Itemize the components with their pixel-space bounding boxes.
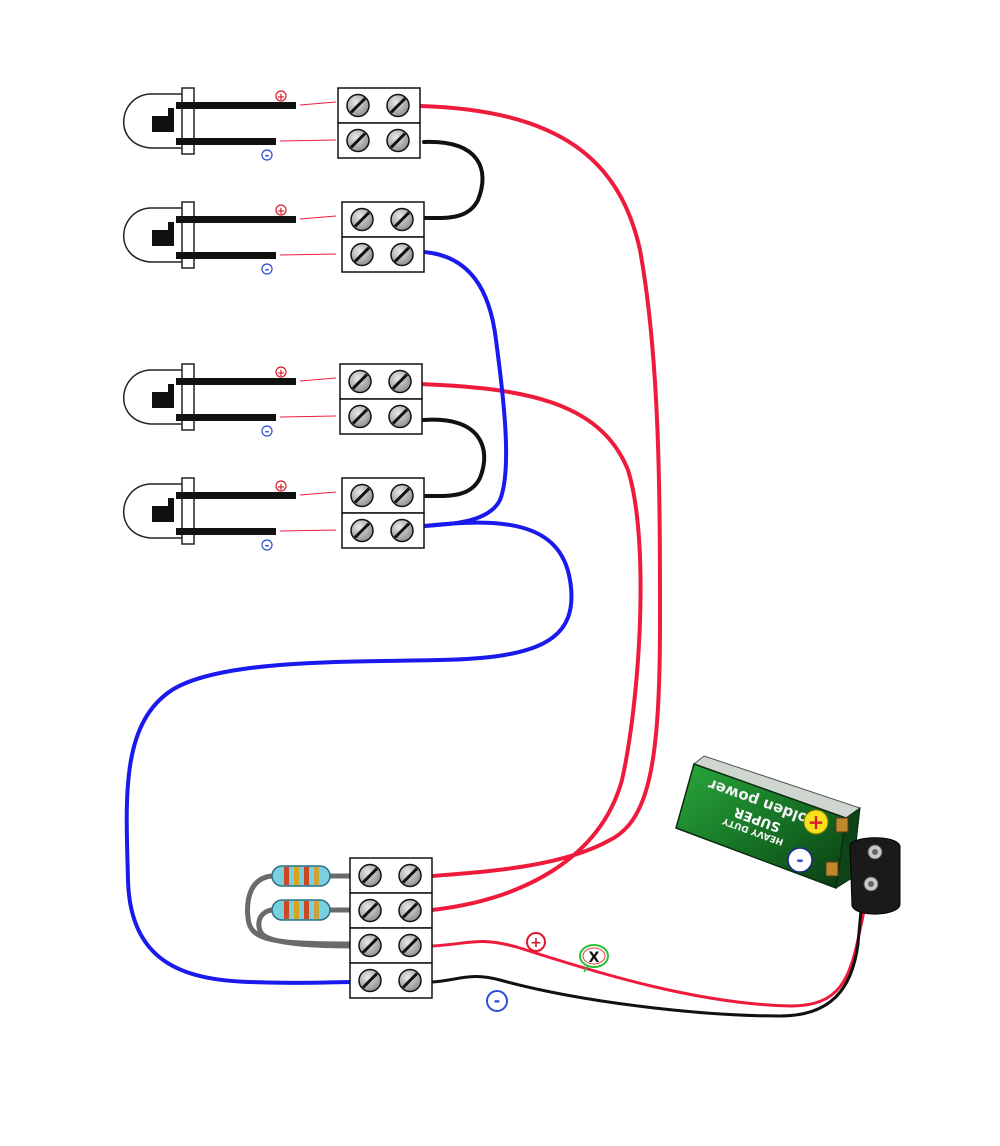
- led-icon: +-: [123, 363, 337, 438]
- minus-marker-label: -: [494, 991, 501, 1010]
- svg-text:-: -: [796, 850, 803, 871]
- screw-icon[interactable]: [386, 128, 410, 153]
- led-plus-label: +: [277, 482, 285, 493]
- wires: [124, 104, 870, 1018]
- screw-icon[interactable]: [398, 968, 422, 993]
- led-minus-label: -: [265, 539, 270, 552]
- terminal-blocks: [337, 87, 433, 999]
- screw-icon[interactable]: [358, 898, 382, 923]
- led-plus-marker: +: [275, 90, 287, 103]
- battery-9v-icon: HEAVY DUTY SUPER golden power + -: [675, 755, 862, 890]
- resistor-icon: [271, 899, 331, 921]
- led-minus-marker: -: [261, 539, 273, 552]
- screw-icon[interactable]: [390, 207, 414, 232]
- screw-icon[interactable]: [390, 483, 414, 508]
- battery-lead-red: [430, 890, 870, 1008]
- screw-icon[interactable]: [390, 242, 414, 267]
- screw-icon[interactable]: [358, 968, 382, 993]
- black-jumper-2: [422, 417, 487, 499]
- screw-icon[interactable]: [358, 933, 382, 958]
- led-plus-label: +: [277, 92, 285, 103]
- led-plus-label: +: [277, 368, 285, 379]
- screw-icon[interactable]: [348, 404, 372, 429]
- led-minus-marker: -: [261, 425, 273, 438]
- red-wire-led-group-2: [418, 382, 643, 912]
- screw-icon[interactable]: [358, 863, 382, 888]
- terminal-block-icon: [341, 477, 425, 549]
- screw-icon[interactable]: [388, 404, 412, 429]
- black-jumper-1: [422, 139, 485, 221]
- led-minus-label: -: [265, 149, 270, 162]
- polarity-markers: + - X: [486, 932, 609, 1012]
- screw-icon[interactable]: [346, 93, 370, 118]
- resistor-icon: [271, 865, 331, 887]
- led-icon: +-: [123, 87, 337, 162]
- screw-icon[interactable]: [390, 518, 414, 543]
- battery-minus-badge: -: [787, 847, 813, 873]
- red-wire-led-group-1: [418, 104, 662, 878]
- led-icon: +-: [123, 477, 337, 552]
- switch-marker-label: X: [589, 950, 600, 966]
- screw-icon[interactable]: [350, 518, 374, 543]
- led-plus-marker: +: [275, 480, 287, 493]
- screw-icon[interactable]: [398, 898, 422, 923]
- terminal-block-icon: [341, 201, 425, 273]
- screw-icon[interactable]: [398, 863, 422, 888]
- screw-icon[interactable]: [348, 369, 372, 394]
- led-plus-label: +: [277, 206, 285, 217]
- minus-marker: -: [486, 990, 508, 1012]
- led-plus-marker: +: [275, 204, 287, 217]
- blue-wire-led2-led4: [422, 250, 509, 528]
- screw-icon[interactable]: [398, 933, 422, 958]
- leds: +-+-+-+-: [123, 87, 337, 552]
- terminal-block-icon: [337, 87, 421, 159]
- screw-icon[interactable]: [350, 242, 374, 267]
- screw-icon[interactable]: [388, 369, 412, 394]
- screw-icon[interactable]: [350, 483, 374, 508]
- led-minus-marker: -: [261, 149, 273, 162]
- led-minus-label: -: [265, 263, 270, 276]
- resistors: [271, 865, 331, 921]
- resistor-lead-loop-2: [256, 907, 355, 949]
- led-minus-marker: -: [261, 263, 273, 276]
- svg-text:+: +: [808, 810, 825, 834]
- led-minus-label: -: [265, 425, 270, 438]
- led-icon: +-: [123, 201, 337, 276]
- screw-icon[interactable]: [350, 207, 374, 232]
- screw-icon[interactable]: [386, 93, 410, 118]
- battery-lead-black: [430, 890, 864, 1018]
- led-plus-marker: +: [275, 366, 287, 379]
- battery-snap-icon: [849, 837, 901, 915]
- screw-icon[interactable]: [346, 128, 370, 153]
- plus-marker: +: [526, 932, 546, 952]
- blue-wire-return: [124, 520, 574, 985]
- battery-plus-badge: +: [803, 809, 829, 835]
- terminal-block-icon: [349, 857, 433, 999]
- terminal-block-icon: [339, 363, 423, 435]
- plus-marker-label: +: [530, 935, 542, 951]
- switch-marker-icon: X: [579, 944, 609, 973]
